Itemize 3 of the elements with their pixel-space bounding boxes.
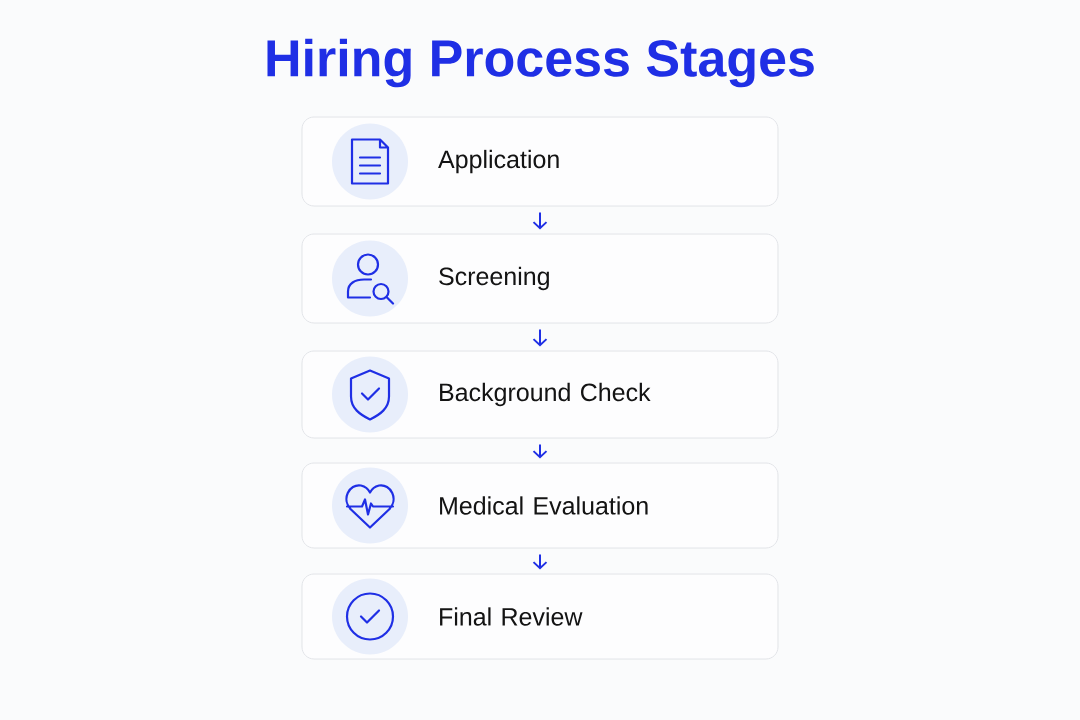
arrow bbox=[532, 211, 548, 230]
arrow bbox=[532, 328, 548, 347]
title: Hiring Process Stages bbox=[267, 38, 814, 88]
